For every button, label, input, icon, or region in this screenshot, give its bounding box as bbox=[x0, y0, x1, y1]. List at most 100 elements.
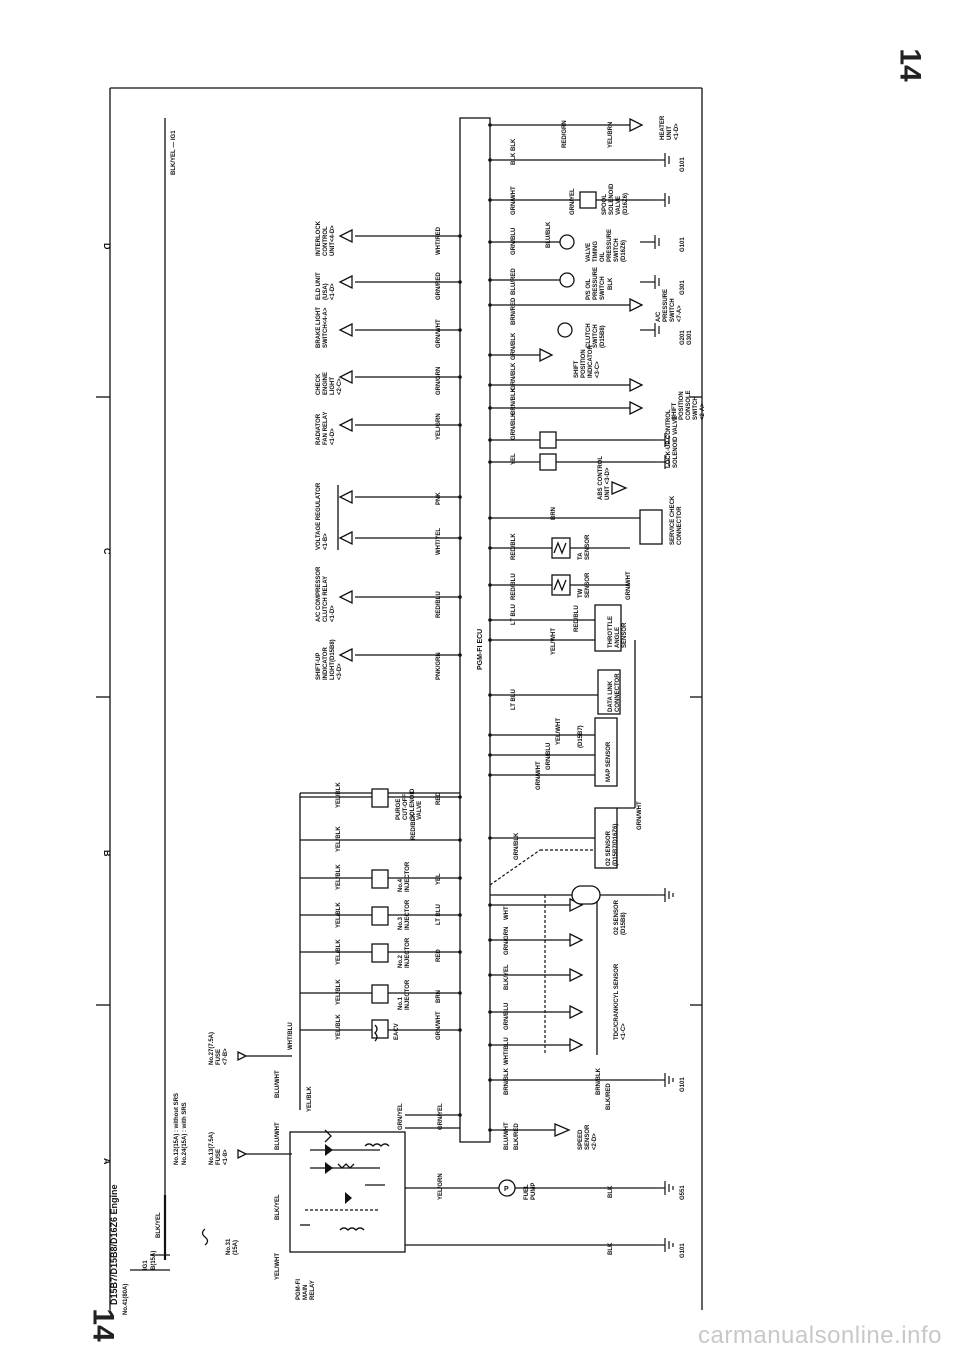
diagram-title: D15B7/D15B8/D16Z6 Engine bbox=[109, 1184, 119, 1305]
svg-text:GRN/WHT: GRN/WHT bbox=[536, 761, 542, 790]
svg-text:BLU/WHT: BLU/WHT bbox=[504, 1122, 510, 1150]
svg-text:YEL/GRN: YEL/GRN bbox=[436, 413, 442, 440]
svg-text:SHIFTPOSITIONINDICATOR<3-C>: SHIFTPOSITIONINDICATOR<3-C> bbox=[574, 345, 601, 378]
svg-text:BLU/WHT: BLU/WHT bbox=[275, 1070, 281, 1098]
svg-text:BLU/BLK: BLU/BLK bbox=[546, 221, 552, 248]
svg-text:VOLTAGE REGULATOR<1-B>: VOLTAGE REGULATOR<1-B> bbox=[316, 482, 329, 550]
zone-d: D bbox=[102, 243, 112, 250]
svg-text:SHIFT-UPINDICATORLIGHT(D15B8)<: SHIFT-UPINDICATORLIGHT(D15B8)<3-D> bbox=[316, 639, 343, 680]
ground-11 bbox=[655, 153, 670, 167]
svg-text:GRN/WHT: GRN/WHT bbox=[436, 1011, 442, 1040]
injector-1-coil bbox=[371, 984, 389, 1004]
svg-text:BLK/RED: BLK/RED bbox=[606, 1083, 612, 1110]
svg-text:GRN/WHT: GRN/WHT bbox=[626, 571, 632, 600]
svg-text:FUELPUMP: FUELPUMP bbox=[524, 1183, 537, 1200]
svg-text:BLK/YEL: BLK/YEL bbox=[156, 1212, 162, 1238]
svg-text:GRN/BLK: GRN/BLK bbox=[514, 832, 520, 860]
data-link-connector-box bbox=[597, 669, 621, 715]
tw-sensor bbox=[551, 574, 571, 596]
svg-text:ELD UNIT(USA)<1-D>: ELD UNIT(USA)<1-D> bbox=[316, 272, 336, 300]
lockup-solenoid-a bbox=[539, 453, 557, 471]
svg-text:IG1: IG1 bbox=[143, 1260, 149, 1270]
grounds: G101 BLK G551 BLK G101 G201G301 G301 G10… bbox=[608, 153, 693, 1258]
svg-text:No.1INJECTOR: No.1INJECTOR bbox=[398, 979, 411, 1010]
ground-7 bbox=[640, 323, 660, 337]
label-no41: No.41(80A) bbox=[123, 1284, 129, 1315]
svg-text:LT BLU: LT BLU bbox=[511, 604, 517, 625]
svg-text:YEL: YEL bbox=[436, 873, 442, 885]
svg-text:SERVICE CHECKCONNECTOR: SERVICE CHECKCONNECTOR bbox=[670, 495, 683, 545]
svg-text:GRN/RED: GRN/RED bbox=[436, 272, 442, 300]
svg-text:No.4INJECTOR: No.4INJECTOR bbox=[398, 861, 411, 892]
svg-text:BLU/WHT: BLU/WHT bbox=[275, 1122, 281, 1150]
svg-text:YEL/BRN: YEL/BRN bbox=[608, 122, 614, 148]
ground-10 bbox=[655, 193, 670, 207]
throttle-sensor-box bbox=[594, 604, 622, 652]
svg-text:BRN: BRN bbox=[436, 990, 442, 1003]
ground-5 bbox=[655, 455, 670, 469]
svg-text:MAP SENSOR: MAP SENSOR bbox=[606, 741, 612, 782]
svg-text:BRN/RED: BRN/RED bbox=[511, 297, 517, 325]
svg-text:YEL/BLK: YEL/BLK bbox=[307, 1086, 313, 1112]
fuse-27-label: No.27(7.5A)FUSE<7-B> bbox=[209, 1032, 229, 1065]
svg-text:RED: RED bbox=[436, 792, 442, 805]
svg-text:PNK/GRN: PNK/GRN bbox=[436, 652, 442, 680]
watermark: carmanualsonline.info bbox=[698, 1322, 942, 1349]
svg-text:THROTTLEANGLESENSOR: THROTTLEANGLESENSOR bbox=[608, 616, 628, 648]
svg-text:GRN/GRN: GRN/GRN bbox=[504, 927, 510, 955]
svg-text:BLK/YEL — IG1: BLK/YEL — IG1 bbox=[171, 130, 177, 175]
svg-text:BLK/RED: BLK/RED bbox=[514, 1123, 520, 1150]
ground-8 bbox=[640, 275, 660, 289]
ground-6 bbox=[655, 433, 670, 447]
svg-text:RADIATORFAN RELAY<1-D>: RADIATORFAN RELAY<1-D> bbox=[316, 412, 336, 445]
svg-text:No.3INJECTOR: No.3INJECTOR bbox=[398, 899, 411, 930]
svg-text:G101: G101 bbox=[680, 157, 686, 172]
svg-text:VALVETIMINGOILPRESSURESWITCH(D: VALVETIMINGOILPRESSURESWITCH(D16Z6) bbox=[586, 229, 627, 262]
svg-text:GRN/BLK: GRN/BLK bbox=[511, 412, 517, 440]
svg-text:GRN/WHT: GRN/WHT bbox=[637, 801, 643, 830]
svg-text:RED/BLU: RED/BLU bbox=[511, 573, 517, 600]
svg-text:SHIFTPOSITIONCONSOLESWITCH<2-A: SHIFTPOSITIONCONSOLESWITCH<2-A> bbox=[672, 390, 706, 420]
svg-text:YEL/BLK: YEL/BLK bbox=[336, 864, 342, 890]
ground-3 bbox=[655, 1073, 674, 1087]
svg-text:WHT: WHT bbox=[504, 906, 510, 920]
svg-text:BRAKE LIGHTSWITCH<4-A>: BRAKE LIGHTSWITCH<4-A> bbox=[316, 307, 329, 348]
page-number-bottom: 14 bbox=[86, 1308, 120, 1342]
svg-text:WHT/BLU: WHT/BLU bbox=[504, 1037, 510, 1065]
clutch-switch bbox=[557, 322, 573, 338]
map-sensor-box bbox=[594, 717, 618, 787]
injector-2-coil bbox=[371, 943, 389, 963]
svg-text:RED: RED bbox=[436, 949, 442, 962]
svg-text:PURGECUT-OFFSOLENOIDVALVE: PURGECUT-OFFSOLENOIDVALVE bbox=[396, 788, 423, 820]
svg-text:GRN/BLU: GRN/BLU bbox=[504, 1003, 510, 1030]
svg-text:G101: G101 bbox=[680, 237, 686, 252]
injector-4-coil bbox=[371, 869, 389, 889]
svg-text:CLUTCHSWITCH(D15B8): CLUTCHSWITCH(D15B8) bbox=[586, 323, 606, 348]
vtec-oil-switch bbox=[559, 234, 575, 250]
ground-2 bbox=[655, 1181, 674, 1195]
svg-text:A/CPRESSURESWITCH<7-A>: A/CPRESSURESWITCH<7-A> bbox=[656, 289, 683, 322]
svg-text:SPOOLSOLENOIDVALVE(D16Z6): SPOOLSOLENOIDVALVE(D16Z6) bbox=[602, 183, 629, 215]
svg-text:DATA LINKCONNECTOR: DATA LINKCONNECTOR bbox=[608, 673, 621, 712]
svg-text:YEL/BLK: YEL/BLK bbox=[336, 826, 342, 852]
zone-b: B bbox=[102, 850, 112, 857]
svg-text:YEL/GRN: YEL/GRN bbox=[438, 1173, 444, 1200]
svg-text:YEL/BLK: YEL/BLK bbox=[336, 782, 342, 808]
svg-text:YEL/WHT: YEL/WHT bbox=[275, 1253, 281, 1280]
svg-text:YEL/WHT: YEL/WHT bbox=[556, 718, 562, 745]
svg-text:RED/BLU: RED/BLU bbox=[436, 591, 442, 618]
svg-text:GRN/YEL: GRN/YEL bbox=[570, 188, 576, 215]
svg-text:No.12(15A) : without SRS: No.12(15A) : without SRS bbox=[174, 1093, 180, 1165]
svg-text:GRN/BLK: GRN/BLK bbox=[511, 362, 517, 390]
svg-text:LT BLU: LT BLU bbox=[436, 904, 442, 925]
svg-text:TASENSOR: TASENSOR bbox=[578, 534, 591, 560]
svg-text:(D15B7): (D15B7) bbox=[578, 725, 584, 748]
svg-text:GRN/YEL: GRN/YEL bbox=[438, 1103, 444, 1130]
svg-text:GRN/WHT: GRN/WHT bbox=[436, 319, 442, 348]
zone-c: C bbox=[102, 548, 112, 555]
svg-text:BLK/YEL: BLK/YEL bbox=[504, 964, 510, 990]
svg-text:YEL/BLK: YEL/BLK bbox=[336, 939, 342, 965]
ecu-pins bbox=[458, 123, 492, 1132]
